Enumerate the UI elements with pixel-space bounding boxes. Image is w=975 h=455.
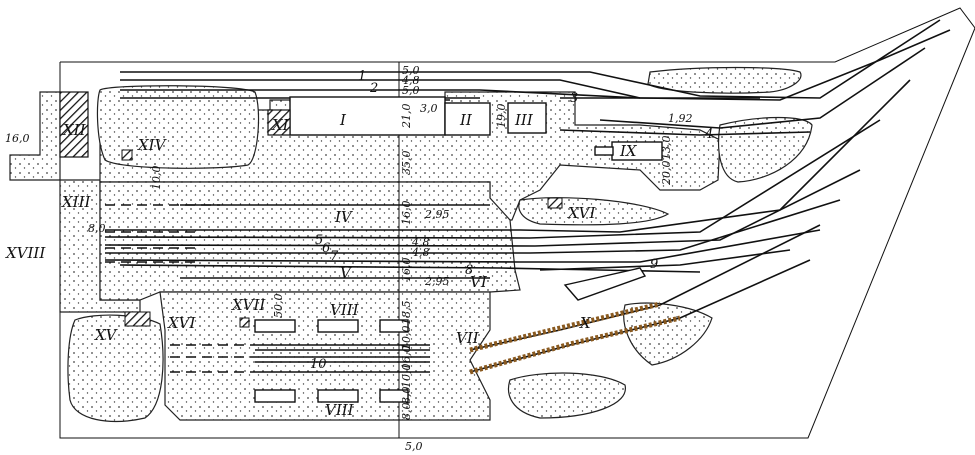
label-XVIII: XVIII: [5, 244, 46, 262]
dim-4-8-top: 4,8: [401, 74, 420, 87]
dim-13: 13,0: [660, 136, 673, 161]
building-XIV: [121, 149, 133, 161]
track-3: 3: [570, 91, 578, 106]
track-6: 6: [322, 241, 330, 256]
label-XV: XV: [94, 326, 119, 344]
label-XIV: XIV: [137, 136, 168, 154]
building-XI: [267, 109, 291, 136]
track-9: 9: [650, 257, 658, 272]
building-VIII-top-2: [317, 319, 359, 333]
dim-10: 10,0: [150, 166, 163, 191]
track-2: 2: [369, 81, 378, 96]
dim-16-mid-2: 16,0: [400, 258, 413, 283]
label-XVII: XVII: [231, 296, 266, 314]
label-V: V: [340, 264, 353, 282]
label-VII: VII: [456, 329, 480, 347]
dim-16-left: 16,0: [5, 132, 30, 145]
track-numbers: 1 2 3 4 5 6 7 8 9 10: [310, 69, 713, 372]
building-III: [507, 102, 547, 134]
label-XVI-left: XVI: [167, 314, 197, 332]
lower-tracks: [255, 224, 821, 375]
building-X: [563, 267, 647, 301]
dim-10-b: 10,0: [400, 364, 413, 389]
track-1: 1: [358, 69, 366, 84]
dim-3: 3,0: [420, 102, 438, 115]
building-VIII-top-1: [254, 319, 296, 333]
label-VIII-top: VIII: [330, 301, 360, 319]
label-XIII: XIII: [61, 193, 92, 211]
building-XV: [124, 311, 151, 327]
label-XI: XI: [271, 116, 290, 134]
green-area-1: [96, 85, 260, 169]
label-II: II: [459, 111, 473, 129]
dim-35: 35,0: [400, 151, 413, 176]
dim-8-b: 8,0: [400, 403, 413, 421]
top-tracks: [120, 19, 951, 136]
dim-19: 19,0: [495, 104, 508, 129]
label-IX: IX: [619, 142, 638, 160]
dim-18-5: 18,5: [400, 301, 413, 326]
dim-5-top-2: 5,0: [402, 84, 420, 97]
dim-21: 21,0: [400, 104, 413, 130]
label-VIII-bottom: VIII: [325, 401, 355, 419]
building-VIII-bot-1: [254, 389, 296, 403]
label-IV: IV: [334, 208, 354, 226]
site-boundary: [59, 7, 975, 439]
dim-5-top: 5,0: [402, 64, 420, 77]
middle-tracks: [104, 79, 911, 279]
dim-4-8-b: 4,8: [411, 246, 430, 259]
dim-8-a: 8,0: [400, 387, 413, 405]
green-area-6: [508, 372, 626, 419]
dim-20: 20,0: [660, 161, 673, 187]
building-II: [444, 102, 491, 136]
dashed-tracks: [105, 204, 255, 373]
label-VI: VI: [470, 273, 488, 291]
dim-50: 50,0: [272, 294, 285, 319]
track-7: 7: [330, 249, 339, 264]
track-8: 8: [465, 263, 473, 278]
label-X: X: [579, 314, 592, 332]
dim-16-mid: 16,0: [400, 201, 413, 226]
dim-2-95-bottom: 2,95: [424, 275, 450, 288]
building-XVI-right: [547, 197, 563, 209]
dim-16: 16,0: [400, 346, 413, 371]
label-XVI-right: XVI: [567, 204, 597, 222]
dim-10-a: 10,0: [400, 326, 413, 351]
dim-1-92: 1,92: [668, 112, 693, 125]
dim-5-bottom: 5,0: [405, 440, 423, 453]
track-4: 4: [704, 127, 713, 142]
building-VIII-bot-3: [379, 389, 409, 403]
track-10: 10: [310, 357, 327, 372]
roman-labels: I II III IV V VI VII VIII VIII IX X XI X…: [5, 111, 638, 419]
building-I: [289, 96, 446, 136]
yard-area-middle: [99, 181, 521, 301]
dim-4-8-a: 4,8: [411, 236, 430, 249]
building-IX-annex: [594, 146, 614, 156]
green-area-5: [623, 302, 713, 366]
label-I: I: [339, 111, 347, 129]
label-III: III: [514, 111, 534, 129]
dimension-labels: 5,0 4,8 5,0 21,0 3,0 19,0 1,92 13,0 20,0…: [5, 64, 693, 453]
dim-8-left: 8,0: [88, 222, 106, 235]
building-XII: [59, 91, 89, 158]
building-VIII-bot-2: [317, 389, 359, 403]
dim-2-95-top: 2,95: [424, 208, 450, 221]
building-VIII-top-3: [379, 319, 409, 333]
track-5: 5: [315, 233, 323, 248]
label-XII: XII: [62, 121, 87, 139]
building-XVII: [239, 317, 250, 328]
